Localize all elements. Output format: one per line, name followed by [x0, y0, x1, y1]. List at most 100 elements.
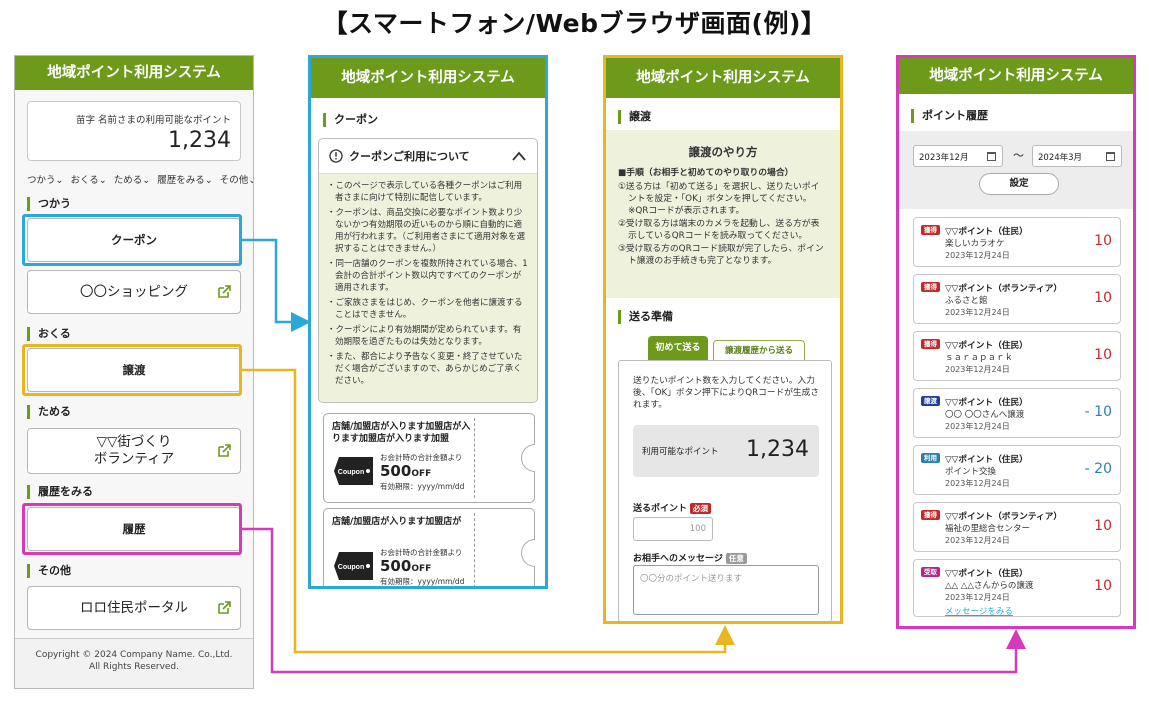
app-header: 地域ポイント利用システム	[311, 58, 545, 98]
tab-first-send[interactable]: 初めて送る	[648, 336, 708, 360]
history-date: 2023年12月24日	[945, 593, 1010, 602]
history-points: 10	[1094, 518, 1112, 534]
coupon-card[interactable]: 店舗/加盟店が入ります加盟店が入ります加盟店が入ります加盟 Coupon お会計…	[323, 413, 535, 503]
coupon-info-title: クーポンご利用について	[349, 150, 470, 163]
transfer-button[interactable]: 譲渡	[27, 348, 241, 392]
history-detail: 福祉の里総合センター	[945, 524, 1031, 534]
section-history: 履歴をみる	[27, 485, 93, 499]
section-send: おくる	[27, 327, 71, 341]
send-description: 送りたいポイント数を入力してください。入力後、「OK」ボタン押下によりQRコード…	[633, 376, 819, 410]
history-date: 2023年12月24日	[945, 422, 1010, 431]
history-type-badge: 譲渡	[921, 396, 940, 406]
history-type-badge: 受取	[921, 567, 940, 577]
svg-text:Coupon: Coupon	[338, 564, 364, 571]
info-item: ・同一店舗のクーポンを複数所持されている場合、1会計の合計ポイント数以内ですべて…	[327, 259, 528, 293]
message-label: お相手へのメッセージ任意	[633, 551, 747, 564]
calendar-icon	[1106, 152, 1115, 161]
history-point-name: ▽▽ポイント（住民）	[945, 455, 1028, 465]
portal-label: ロロ住民ポータル	[80, 599, 188, 616]
history-date: 2023年12月24日	[945, 251, 1010, 260]
coupon-info-header[interactable]: クーポンご利用について	[319, 139, 537, 174]
point-balance-label: 苗字 名前さまの利用可能なポイント	[75, 115, 231, 126]
external-link-icon	[218, 285, 231, 298]
howto-step: ①送る方は「初めて送る」を選択し、送りたいポイントを設定・「OK」ボタンを押して…	[618, 182, 820, 216]
coupon-screen: 地域ポイント利用システム クーポン クーポンご利用について ・このページで表示し…	[308, 55, 548, 589]
home-screen: 地域ポイント利用システム 苗字 名前さまの利用可能なポイント 1,234 つかう…	[14, 55, 254, 689]
coupon-button[interactable]: クーポン	[27, 218, 241, 262]
coupon-amount: 500OFF	[380, 557, 432, 575]
volunteer-button[interactable]: ▽▽街づくりボランティア	[27, 428, 241, 474]
history-point-name: ▽▽ポイント（住民）	[945, 341, 1028, 351]
menu-save[interactable]: ためる⌄	[113, 175, 151, 186]
history-detail: 楽しいカラオケ	[945, 239, 1005, 249]
history-date: 2023年12月24日	[945, 536, 1010, 545]
history-detail: ふるさと館	[945, 296, 988, 306]
coupon-info-list: ・このページで表示している各種クーポンはご利用者さまに向けて特別に配信しています…	[319, 174, 537, 402]
coupon-store-name: 店舗/加盟店が入ります加盟店が入ります加盟店が入ります加盟	[332, 422, 471, 444]
history-points: - 10	[1084, 404, 1112, 420]
history-points: - 20	[1084, 461, 1112, 477]
history-detail: ポイント交換	[945, 467, 997, 477]
history-points: 10	[1094, 578, 1112, 594]
menu-use[interactable]: つかう⌄	[27, 175, 64, 186]
menu-history[interactable]: 履歴をみる⌄	[157, 175, 213, 186]
info-item: ・このページで表示している各種クーポンはご利用者さまに向けて特別に配信しています…	[327, 181, 523, 203]
history-date: 2023年12月24日	[945, 365, 1010, 374]
app-header: 地域ポイント利用システム	[606, 58, 840, 98]
coupon-tag-icon: Coupon	[334, 552, 373, 580]
history-item: 獲得 ▽▽ポイント（ボランティア） 福祉の里総合センター 2023年12月24日 10	[913, 502, 1121, 552]
section-prep: 送る準備	[618, 310, 673, 324]
coupon-notch	[521, 444, 535, 472]
menu-other[interactable]: その他⌄	[219, 175, 254, 186]
history-point-name: ▽▽ポイント（ボランティア）	[945, 512, 1063, 522]
view-message-link[interactable]: メッセージをみる	[945, 607, 1013, 617]
set-button[interactable]: 設定	[979, 173, 1059, 195]
history-screen: 地域ポイント利用システム ポイント履歴 2023年12月 〜 2024年3月 設…	[896, 55, 1136, 629]
chevron-up-icon[interactable]	[511, 150, 527, 162]
history-type-badge: 獲得	[921, 339, 940, 349]
message-textarea[interactable]: 〇〇分のポイント送ります	[633, 565, 819, 615]
coupon-expiry: 有効期限：yyyy/mm/dd	[380, 577, 465, 586]
available-points-label: 利用可能なポイント	[642, 447, 719, 457]
history-type-badge: 獲得	[921, 510, 940, 520]
history-point-name: ▽▽ポイント（住民）	[945, 569, 1028, 579]
history-points: 10	[1094, 290, 1112, 306]
transfer-howto: 譲渡のやり方 ■手順（お相手と初めてのやり取りの場合） ①送る方は「初めて送る」…	[606, 130, 840, 298]
svg-text:Coupon: Coupon	[338, 469, 364, 476]
send-points-input[interactable]: 100	[633, 517, 713, 541]
history-button[interactable]: 履歴	[27, 507, 241, 551]
info-icon	[329, 149, 343, 163]
date-to-input[interactable]: 2024年3月	[1032, 145, 1122, 167]
coupon-divider	[474, 418, 475, 498]
section-save: ためる	[27, 405, 71, 419]
app-header: 地域ポイント利用システム	[899, 58, 1133, 94]
history-type-badge: 利用	[921, 453, 940, 463]
howto-steps-title: ■手順（お相手と初めてのやり取りの場合）	[618, 168, 794, 178]
shopping-button[interactable]: 〇〇ショッピング	[27, 270, 241, 314]
info-item: ・ご家族さまをはじめ、クーポンを他者に譲渡することはできません。	[327, 298, 523, 320]
howto-step: ②受け取る方は端末のカメラを起動し、送る方が表示しているQRコードを読み取ってく…	[618, 219, 820, 241]
available-points-value: 1,234	[746, 437, 809, 462]
page-title: 【スマートフォン/Webブラウザ画面(例)】	[322, 9, 827, 38]
history-detail: △△ △△さんからの譲渡	[945, 581, 1034, 591]
section-coupon: クーポン	[323, 113, 378, 127]
available-points-box: 利用可能なポイント 1,234	[633, 425, 819, 477]
portal-button[interactable]: ロロ住民ポータル	[27, 586, 241, 630]
app-header: 地域ポイント利用システム	[15, 56, 253, 90]
menu-send[interactable]: おくる⌄	[70, 175, 107, 186]
coupon-amount: 500OFF	[380, 462, 432, 480]
tab-history-send[interactable]: 譲渡履歴から送る	[713, 340, 805, 360]
send-panel: 送りたいポイント数を入力してください。入力後、「OK」ボタン押下によりQRコード…	[618, 360, 832, 621]
history-type-badge: 獲得	[921, 225, 940, 235]
history-point-name: ▽▽ポイント（ボランティア）	[945, 284, 1063, 294]
coupon-card[interactable]: 店舗/加盟店が入ります加盟店が Coupon お会計時の合計金額より 500OF…	[323, 508, 535, 586]
section-transfer: 譲渡	[618, 110, 651, 124]
external-link-icon	[218, 601, 231, 614]
calendar-icon	[987, 152, 996, 161]
date-from-input[interactable]: 2023年12月	[913, 145, 1003, 167]
info-item: ・また、都合により予告なく変更・終了させていただく場合がございますので、あらかじ…	[327, 352, 523, 386]
